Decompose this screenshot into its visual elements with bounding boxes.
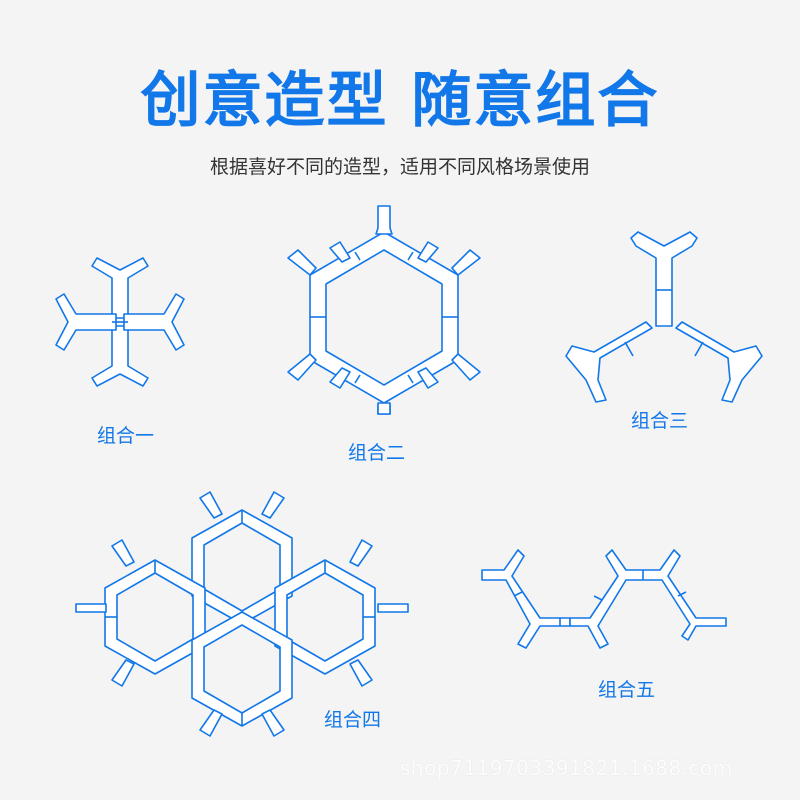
combination-4-label: 组合四 (324, 709, 382, 731)
watermark: shop7119703391821.1688.com (400, 756, 733, 780)
combination-4-illustration (75, 491, 409, 737)
combination-2-label: 组合二 (348, 442, 406, 464)
subheadline: 根据喜好不同的造型，适用不同风格场景使用 (209, 156, 590, 178)
combination-5-illustration (481, 549, 727, 649)
combination-3-illustration (565, 231, 763, 403)
combination-3-label: 组合三 (631, 410, 689, 432)
combination-2-illustration (287, 205, 481, 415)
combination-5-label: 组合五 (598, 679, 656, 701)
combination-1-illustration (55, 257, 185, 387)
combination-1-label: 组合一 (97, 425, 155, 447)
headline: 创意造型 随意组合 (140, 66, 660, 136)
